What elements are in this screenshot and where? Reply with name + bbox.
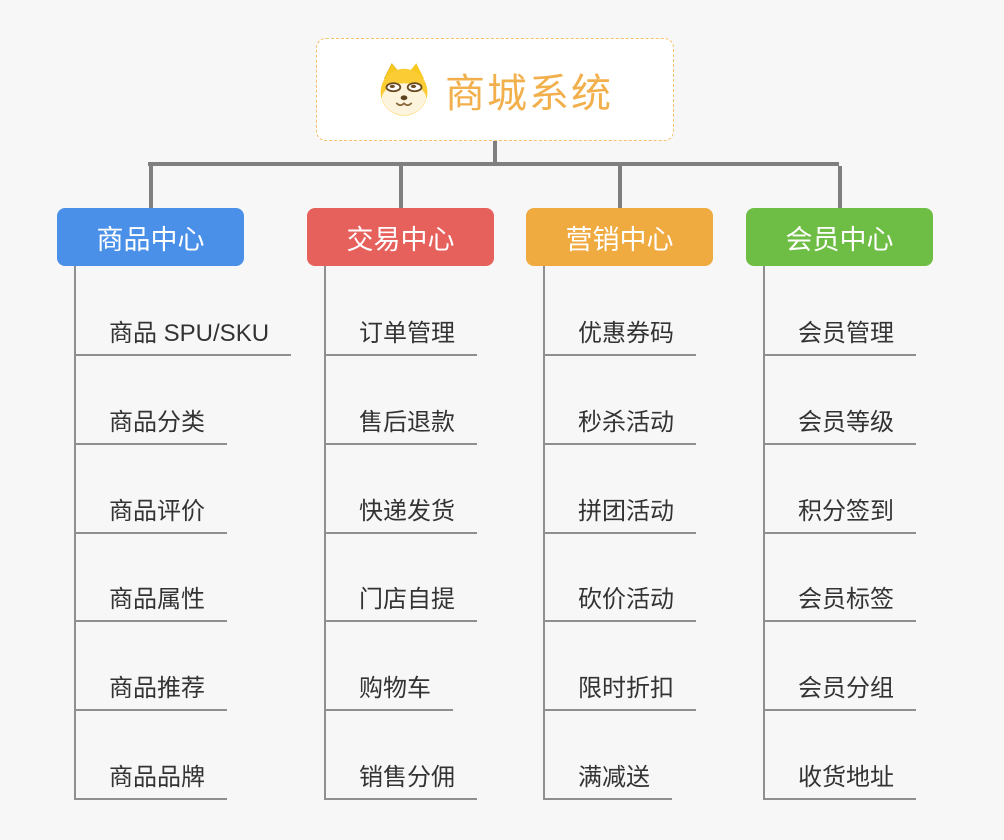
leaf-node[interactable]: 商品分类 <box>76 399 227 445</box>
leaf-label: 商品品牌 <box>109 764 205 792</box>
branch-drop-connector <box>618 166 622 208</box>
leaf-label: 售后退款 <box>359 409 455 437</box>
branch-node-trade-center[interactable]: 交易中心 <box>307 208 494 266</box>
branch-label: 会员中心 <box>785 224 894 255</box>
leaf-label: 购物车 <box>359 675 431 703</box>
branch-label: 商品中心 <box>96 224 205 255</box>
root-node[interactable]: 商城系统 <box>316 38 674 141</box>
branch-label: 营销中心 <box>565 224 674 255</box>
leaf-node[interactable]: 会员标签 <box>765 576 916 622</box>
branch-column-product-center: 商品 SPU/SKU 商品分类 商品评价 商品属性 商品推荐 商品品牌 <box>74 266 316 800</box>
leaf-node[interactable]: 订单管理 <box>326 310 477 356</box>
connector-bus <box>148 162 839 166</box>
leaf-label: 商品 SPU/SKU <box>109 320 270 348</box>
leaf-node[interactable]: 秒杀活动 <box>545 399 696 445</box>
leaf-label: 门店自提 <box>359 586 455 614</box>
leaf-label: 拼团活动 <box>578 498 674 526</box>
leaf-label: 会员等级 <box>798 409 894 437</box>
leaf-label: 订单管理 <box>359 320 455 348</box>
leaf-node[interactable]: 销售分佣 <box>326 754 477 800</box>
branch-drop-connector <box>149 166 153 208</box>
leaf-node[interactable]: 收货地址 <box>765 754 916 800</box>
leaf-label: 销售分佣 <box>359 764 455 792</box>
leaf-label: 会员标签 <box>798 586 894 614</box>
leaf-node[interactable]: 商品推荐 <box>76 665 227 711</box>
leaf-node[interactable]: 售后退款 <box>326 399 477 445</box>
leaf-node[interactable]: 门店自提 <box>326 576 477 622</box>
leaf-node[interactable]: 满减送 <box>545 754 672 800</box>
root-title: 商城系统 <box>445 71 613 116</box>
leaf-label: 商品评价 <box>109 498 205 526</box>
leaf-node[interactable]: 砍价活动 <box>545 576 696 622</box>
connector-trunk <box>493 141 497 166</box>
branch-node-marketing-center[interactable]: 营销中心 <box>526 208 713 266</box>
leaf-node[interactable]: 限时折扣 <box>545 665 696 711</box>
leaf-node[interactable]: 拼团活动 <box>545 488 696 534</box>
branch-drop-connector <box>399 166 403 208</box>
branch-column-member-center: 会员管理 会员等级 积分签到 会员标签 会员分组 收货地址 <box>763 266 1004 800</box>
leaf-label: 商品属性 <box>109 586 205 614</box>
leaf-label: 秒杀活动 <box>578 409 674 437</box>
leaf-node[interactable]: 快递发货 <box>326 488 477 534</box>
branch-column-trade-center: 订单管理 售后退款 快递发货 门店自提 购物车 销售分佣 <box>324 266 566 800</box>
leaf-label: 满减送 <box>578 764 650 792</box>
leaf-node[interactable]: 会员等级 <box>765 399 916 445</box>
branch-label: 交易中心 <box>346 224 455 255</box>
branch-drop-connector <box>838 166 842 208</box>
leaf-node[interactable]: 会员管理 <box>765 310 916 356</box>
leaf-label: 砍价活动 <box>578 586 674 614</box>
leaf-node[interactable]: 商品 SPU/SKU <box>76 310 292 356</box>
leaf-node[interactable]: 商品属性 <box>76 576 227 622</box>
branch-node-member-center[interactable]: 会员中心 <box>746 208 933 266</box>
leaf-node[interactable]: 商品品牌 <box>76 754 227 800</box>
leaf-label: 收货地址 <box>798 764 894 792</box>
leaf-node[interactable]: 优惠券码 <box>545 310 696 356</box>
branch-column-marketing-center: 优惠券码 秒杀活动 拼团活动 砍价活动 限时折扣 满减送 <box>543 266 785 800</box>
leaf-label: 限时折扣 <box>578 675 674 703</box>
leaf-label: 商品分类 <box>109 409 205 437</box>
doge-icon <box>377 61 431 119</box>
leaf-node[interactable]: 积分签到 <box>765 488 916 534</box>
leaf-label: 快递发货 <box>359 498 455 526</box>
leaf-node[interactable]: 会员分组 <box>765 665 916 711</box>
branch-node-product-center[interactable]: 商品中心 <box>57 208 244 266</box>
leaf-label: 会员分组 <box>798 675 894 703</box>
leaf-node[interactable]: 购物车 <box>326 665 453 711</box>
leaf-label: 优惠券码 <box>578 320 674 348</box>
leaf-label: 积分签到 <box>798 498 894 526</box>
leaf-label: 会员管理 <box>798 320 894 348</box>
leaf-label: 商品推荐 <box>109 675 205 703</box>
leaf-node[interactable]: 商品评价 <box>76 488 227 534</box>
